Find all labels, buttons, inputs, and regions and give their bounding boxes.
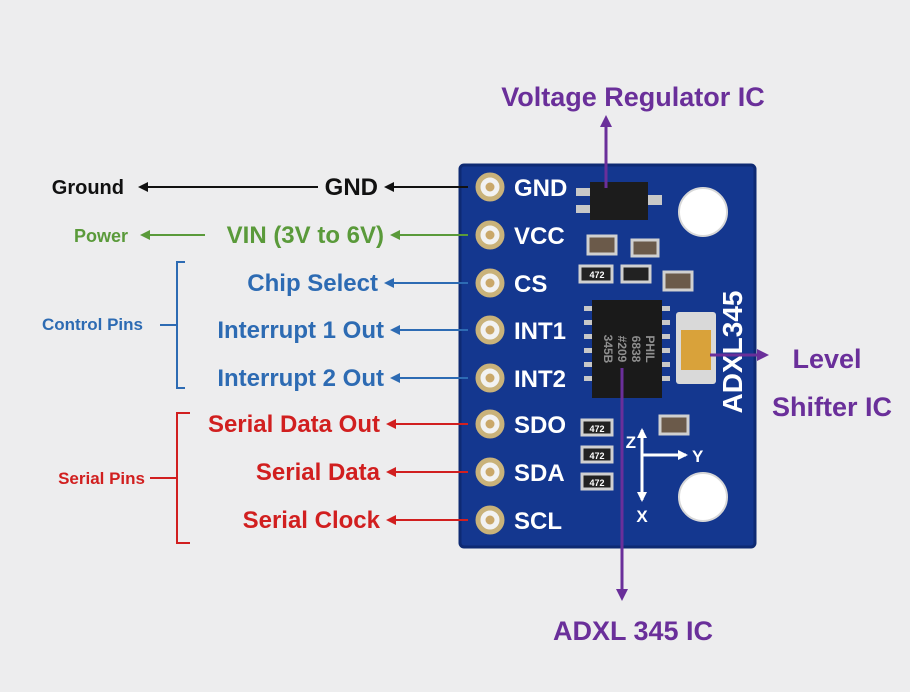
pin-silkscreen-vcc: VCC — [514, 223, 565, 250]
pin-silkscreen-sdo: SDO — [514, 412, 566, 439]
pin-description: Chip Select — [247, 270, 378, 297]
pin-silkscreen-int1: INT1 — [514, 318, 566, 345]
pin-sda: SDA — [475, 457, 565, 487]
pin-function-gnd: Ground — [52, 177, 124, 199]
level-shifter-chip — [676, 312, 716, 384]
pin-description: Serial Data — [256, 459, 381, 486]
pin-scl: SCL — [475, 505, 562, 535]
voltage-regulator-callout: Voltage Regulator IC — [501, 82, 765, 188]
pin-hole — [485, 373, 495, 383]
capacitor — [630, 238, 660, 258]
pin-int2: INT2 — [475, 363, 566, 393]
capacitor — [662, 270, 694, 292]
mounting-hole-top — [678, 187, 728, 237]
pin-silkscreen-gnd: GND — [514, 175, 567, 202]
control-pins-label: Control Pins — [42, 315, 143, 334]
pin-description: Interrupt 1 Out — [217, 317, 384, 344]
pin-silkscreen-sda: SDA — [514, 460, 565, 487]
pin-description: VIN (3V to 6V) — [227, 222, 384, 249]
pin-annotation-cs: Chip Select — [247, 270, 468, 297]
control-pins-group: Control Pins — [42, 261, 185, 389]
pin-sdo: SDO — [475, 409, 566, 439]
adxl345-callout: ADXL 345 IC — [553, 368, 713, 646]
pin-hole — [485, 278, 495, 288]
pin-int1: INT1 — [475, 315, 566, 345]
pin-vcc: VCC — [475, 220, 565, 250]
serial-pins-label: Serial Pins — [58, 469, 145, 488]
adxl345-label: ADXL 345 IC — [553, 616, 713, 646]
resistor — [580, 445, 614, 464]
chip-marking: 345B — [601, 335, 615, 364]
resistor — [580, 472, 614, 491]
voltage-regulator-chip — [590, 182, 648, 220]
chip-marking: 6838 — [629, 336, 643, 363]
pin-hole — [485, 325, 495, 335]
resistor-code: 472 — [589, 451, 604, 461]
axis-z-label: Z — [626, 433, 636, 452]
chip-marking: #209 — [615, 336, 629, 363]
serial-pins-group: Serial Pins — [58, 412, 190, 544]
board-model-text: ADXL345 — [717, 291, 748, 414]
mounting-hole-bottom — [678, 472, 728, 522]
pin-annotation-int2: Interrupt 2 Out — [217, 365, 468, 392]
pin-annotation-sdo: Serial Data Out — [208, 411, 468, 438]
axis-y-label: Y — [692, 447, 704, 466]
pin-hole — [485, 182, 495, 192]
capacitor — [658, 414, 690, 436]
pin-silkscreen-scl: SCL — [514, 508, 562, 535]
pin-description: Serial Data Out — [208, 411, 380, 438]
pin-hole — [485, 515, 495, 525]
pin-silkscreen-int2: INT2 — [514, 366, 566, 393]
resistor-code: 472 — [589, 424, 604, 434]
pin-description: Serial Clock — [243, 507, 381, 534]
capacitor — [586, 234, 618, 256]
pin-hole — [485, 230, 495, 240]
pin-gnd: GND — [475, 172, 567, 202]
resistor — [578, 264, 614, 284]
pin-description: Interrupt 2 Out — [217, 365, 384, 392]
chip-marking: PHIL — [643, 335, 657, 362]
pin-cs: CS — [475, 268, 547, 298]
level-shifter-label-line2: Shifter IC — [772, 392, 892, 422]
level-shifter-label-line1: Level — [792, 344, 861, 374]
pin-annotation-int1: Interrupt 1 Out — [217, 317, 468, 344]
pin-description: GND — [325, 174, 378, 201]
resistor-code: 472 — [589, 270, 604, 280]
resistor — [580, 418, 614, 437]
axis-indicator: Z Y X — [626, 428, 704, 526]
pin-annotation-scl: Serial Clock — [243, 507, 468, 534]
resistor-code: 472 — [589, 478, 604, 488]
pin-silkscreen-cs: CS — [514, 271, 547, 298]
axis-x-label: X — [636, 507, 648, 526]
voltage-regulator-label: Voltage Regulator IC — [501, 82, 765, 112]
level-shifter-callout: Level Shifter IC — [710, 344, 892, 422]
pin-hole — [485, 467, 495, 477]
pin-annotation-sda: Serial Data — [256, 459, 468, 486]
pin-function-vcc: Power — [74, 226, 128, 246]
pin-annotation-gnd: GND Ground — [52, 174, 468, 201]
resistor — [620, 264, 652, 284]
pin-annotation-vcc: VIN (3V to 6V) Power — [74, 222, 468, 249]
pin-hole — [485, 419, 495, 429]
breakout-board: 472 472 472 472 PHIL 6838 #209 345B — [458, 163, 757, 549]
adxl345-chip: PHIL 6838 #209 345B — [584, 300, 670, 398]
